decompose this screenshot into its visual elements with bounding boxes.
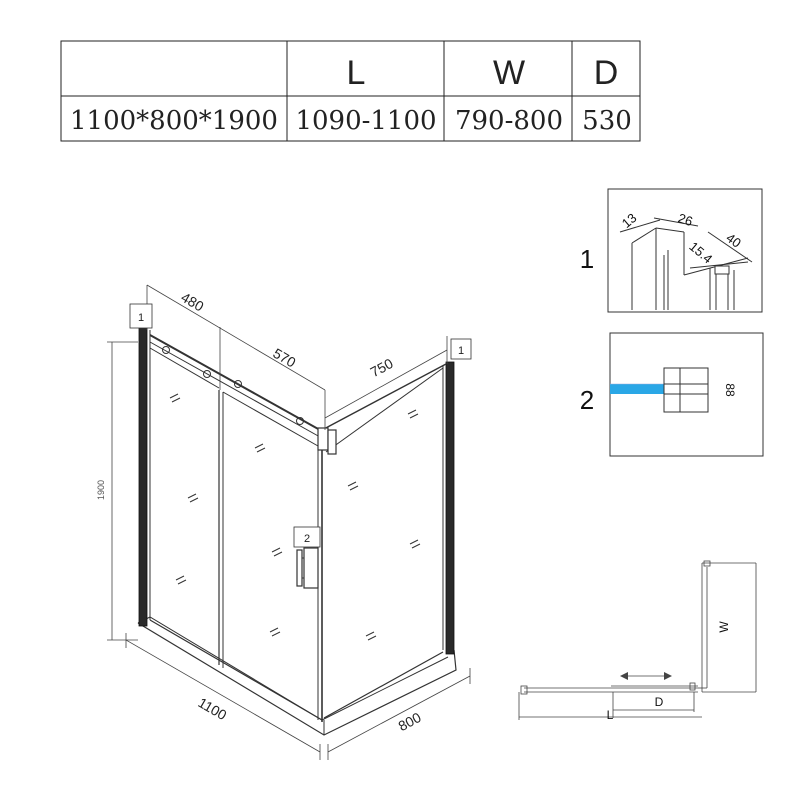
- callout-1-left: 1: [138, 312, 144, 324]
- detail-1-frame: [607, 188, 763, 313]
- main-dimension-lines: [107, 284, 471, 760]
- roller: [296, 417, 304, 425]
- dim-1100-label: 1100: [195, 694, 229, 723]
- table-cell-w: 790-800: [455, 106, 563, 136]
- callout-2: 2: [304, 533, 310, 545]
- detail-1-dim-26: 26: [676, 210, 694, 229]
- dim-570-label: 570: [270, 345, 298, 371]
- shower-enclosure: [137, 325, 457, 736]
- roller: [203, 370, 211, 378]
- callout-box-1-right: [450, 338, 472, 360]
- dim-800-label: 800: [396, 709, 424, 734]
- plan-label-w: W: [717, 621, 731, 633]
- plan-view: [518, 562, 757, 720]
- base-tray: [137, 622, 457, 736]
- callout-1-right: 1: [458, 345, 464, 357]
- glass-reflections: [169, 393, 421, 641]
- roller: [162, 346, 170, 354]
- detail-1-label: 1: [580, 244, 594, 274]
- table-header-w: W: [493, 54, 525, 92]
- detail-2-label: 2: [580, 385, 594, 415]
- callout-box-2: [293, 526, 321, 548]
- table-cell-d: 530: [582, 106, 632, 136]
- table-header-d: D: [594, 54, 619, 92]
- callout-box-1-left: [129, 303, 153, 329]
- roller: [234, 380, 242, 388]
- detail-1-dim-40: 40: [723, 230, 744, 251]
- door-handle: [296, 549, 303, 587]
- spec-table: [60, 40, 641, 142]
- dim-750-label: 750: [368, 355, 396, 380]
- right-wall-profile: [445, 361, 455, 655]
- corner-bracket: [317, 427, 329, 451]
- table-header-l: L: [347, 54, 366, 92]
- plan-label-l: L: [607, 708, 614, 722]
- detail-1-profile: [619, 217, 753, 310]
- plan-label-d: D: [655, 695, 664, 709]
- detail-2-hole-mark: 88: [723, 383, 737, 397]
- table-cell-l: 1090-1100: [295, 106, 436, 136]
- left-wall-profile: [138, 325, 148, 627]
- dim-480-label: 480: [178, 289, 206, 315]
- dim-1900-label: 1900: [96, 480, 106, 500]
- table-cell-size: 1100*800*1900: [70, 106, 278, 136]
- detail-2-clamp: [663, 367, 709, 413]
- glass-panel-highlight: [610, 384, 672, 394]
